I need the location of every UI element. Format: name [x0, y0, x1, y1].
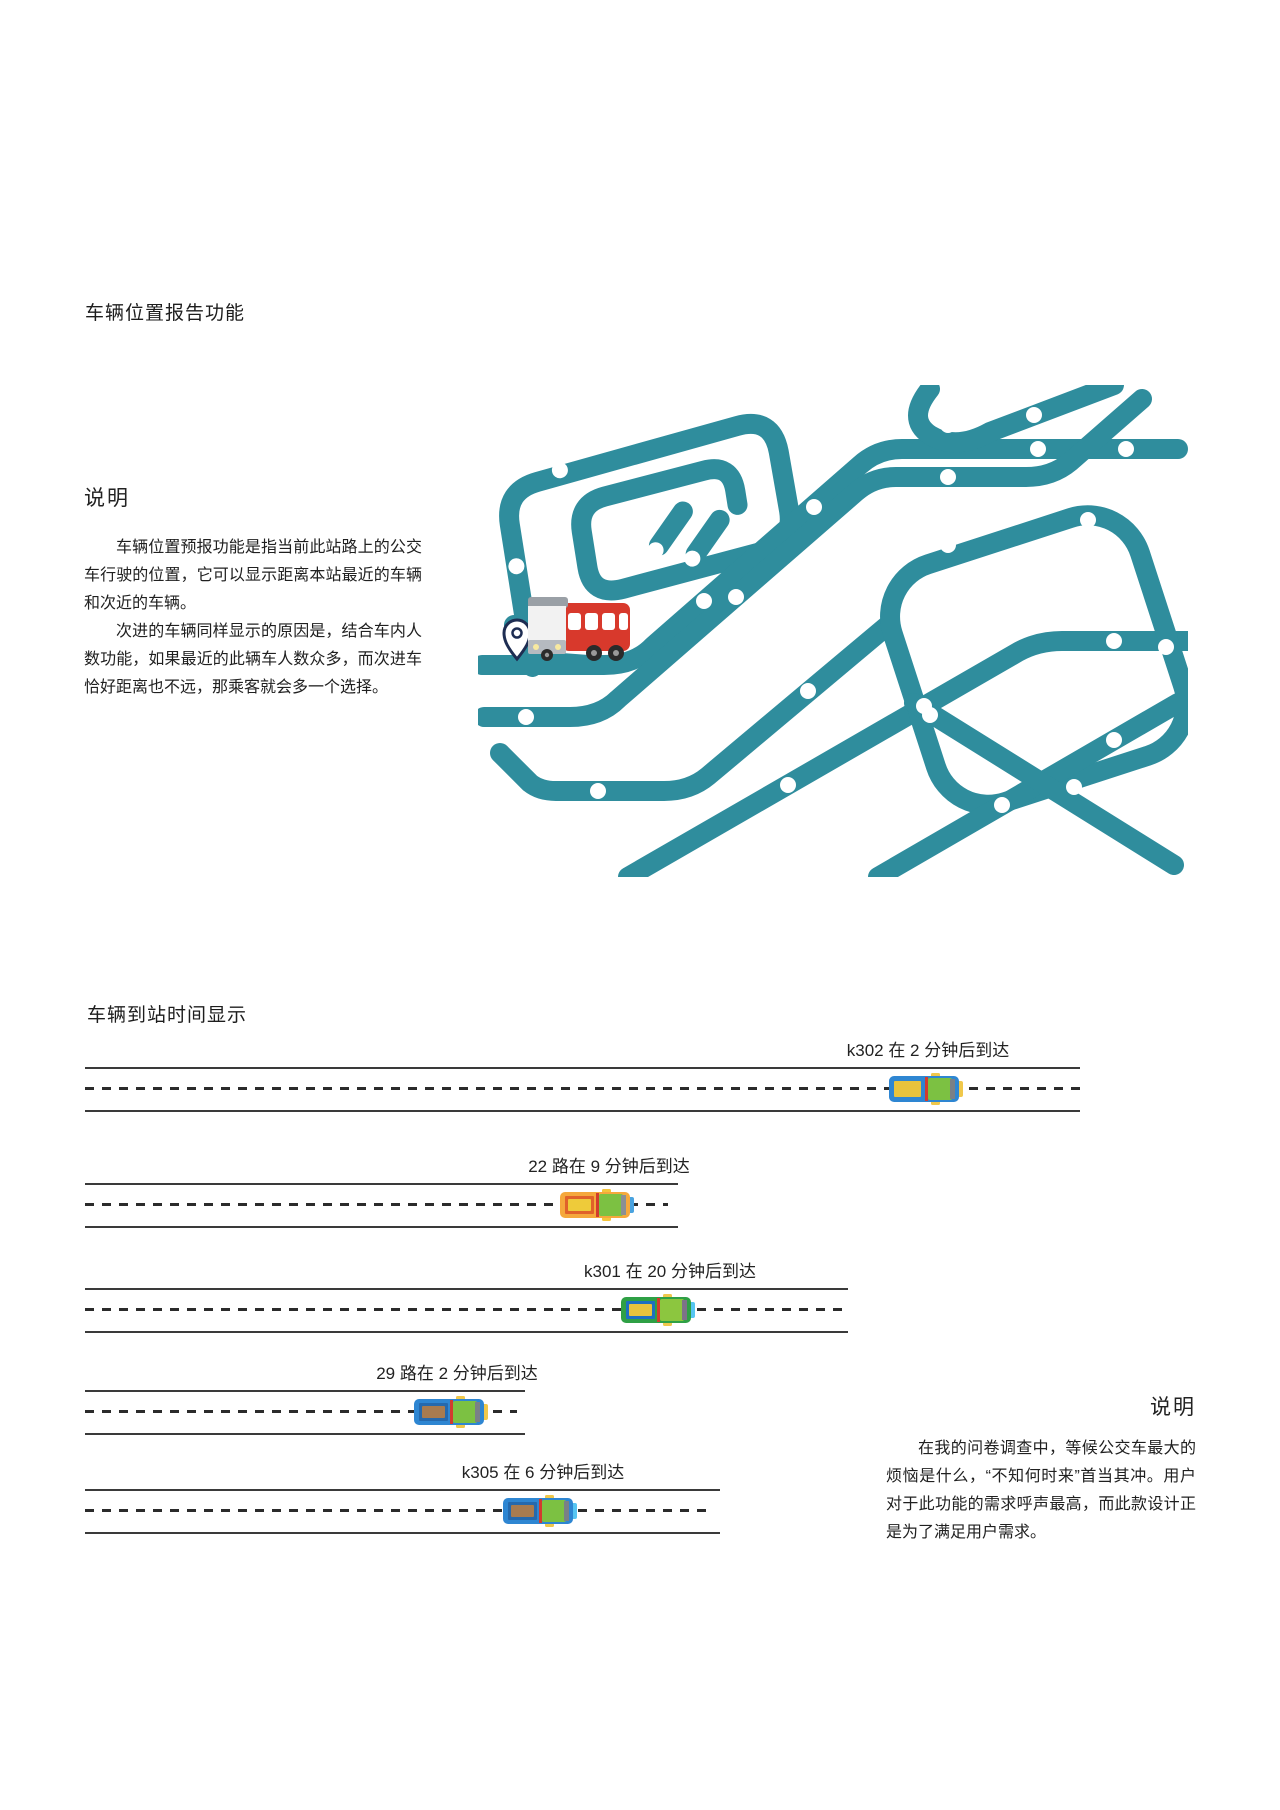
- bus-position: [888, 1073, 964, 1105]
- section2-title: 车辆到站时间显示: [87, 1005, 248, 1026]
- bus-position: [620, 1294, 696, 1326]
- note2-paragraph: 在我的问卷调查中，等候公交车最大的烦恼是什么，“不知何时来”首当其冲。用户对于此…: [886, 1440, 1196, 1541]
- road-row: 29 路在 2 分钟后到达: [85, 1364, 538, 1436]
- route-line: [478, 389, 1152, 727]
- bus-route-map: [478, 385, 1188, 877]
- arrival-label: 22 路在 9 分钟后到达: [528, 1157, 690, 1176]
- road-line: [85, 1288, 848, 1290]
- bus-position: [502, 1495, 578, 1527]
- bus-position: [413, 1396, 489, 1428]
- bus-top-icon: [560, 1189, 634, 1221]
- section2-note: 说明 在我的问卷调查中，等候公交车最大的烦恼是什么，“不知何时来”首当其冲。用户…: [886, 1391, 1196, 1547]
- route-line: [868, 693, 1188, 877]
- road-line: [85, 1390, 525, 1392]
- road-line: [85, 1532, 720, 1534]
- arrival-label: 29 路在 2 分钟后到达: [376, 1364, 538, 1383]
- road-dash-line: [85, 1203, 668, 1206]
- road-dash-line: [85, 1410, 517, 1413]
- route-bus-road: [478, 439, 1188, 675]
- road-dash-line: [85, 1308, 842, 1311]
- route-line: [490, 615, 898, 801]
- road-row: 22 路在 9 分钟后到达: [85, 1157, 690, 1229]
- route-branch: [908, 385, 1124, 453]
- road-line: [85, 1331, 848, 1333]
- road-row: k301 在 20 分钟后到达: [85, 1262, 848, 1334]
- bus-top-icon: [621, 1294, 695, 1326]
- road-line: [85, 1489, 720, 1491]
- route-line: [618, 631, 1188, 877]
- bus-top-icon: [889, 1073, 963, 1105]
- section1-note: 说明 车辆位置预报功能是指当前此站路上的公交车行驶的位置，它可以显示距离本站最近…: [84, 482, 422, 702]
- bus-top-icon: [503, 1495, 577, 1527]
- road-line: [85, 1433, 525, 1435]
- note1-heading: 说明: [84, 487, 130, 510]
- road-line: [85, 1110, 1080, 1112]
- road-row: k305 在 6 分钟后到达: [85, 1463, 720, 1535]
- note1-paragraph: 车辆位置预报功能是指当前此站路上的公交车行驶的位置，它可以显示距离本站最近的车辆…: [84, 539, 422, 612]
- road-line: [85, 1067, 1080, 1069]
- arrival-label: k302 在 2 分钟后到达: [846, 1041, 1010, 1060]
- route-line: [904, 693, 1184, 875]
- road-line: [85, 1226, 678, 1228]
- bus-side-icon: [528, 597, 630, 661]
- bus-position: [559, 1189, 635, 1221]
- road-dash-line: [85, 1087, 1080, 1090]
- road-line: [85, 1183, 678, 1185]
- note1-paragraph: 次进的车辆同样显示的原因是，结合车内人数功能，如果最近的此辆车人数众多，而次进车…: [84, 623, 422, 696]
- section1-title: 车辆位置报告功能: [85, 303, 246, 324]
- note2-heading: 说明: [1150, 1396, 1196, 1419]
- arrival-label: k305 在 6 分钟后到达: [461, 1463, 625, 1482]
- station-dots: [508, 407, 1174, 813]
- arrival-label: k301 在 20 分钟后到达: [584, 1262, 756, 1281]
- road-dash-line: [85, 1509, 713, 1512]
- bus-top-icon: [414, 1396, 488, 1428]
- road-row: k302 在 2 分钟后到达: [85, 1041, 1080, 1113]
